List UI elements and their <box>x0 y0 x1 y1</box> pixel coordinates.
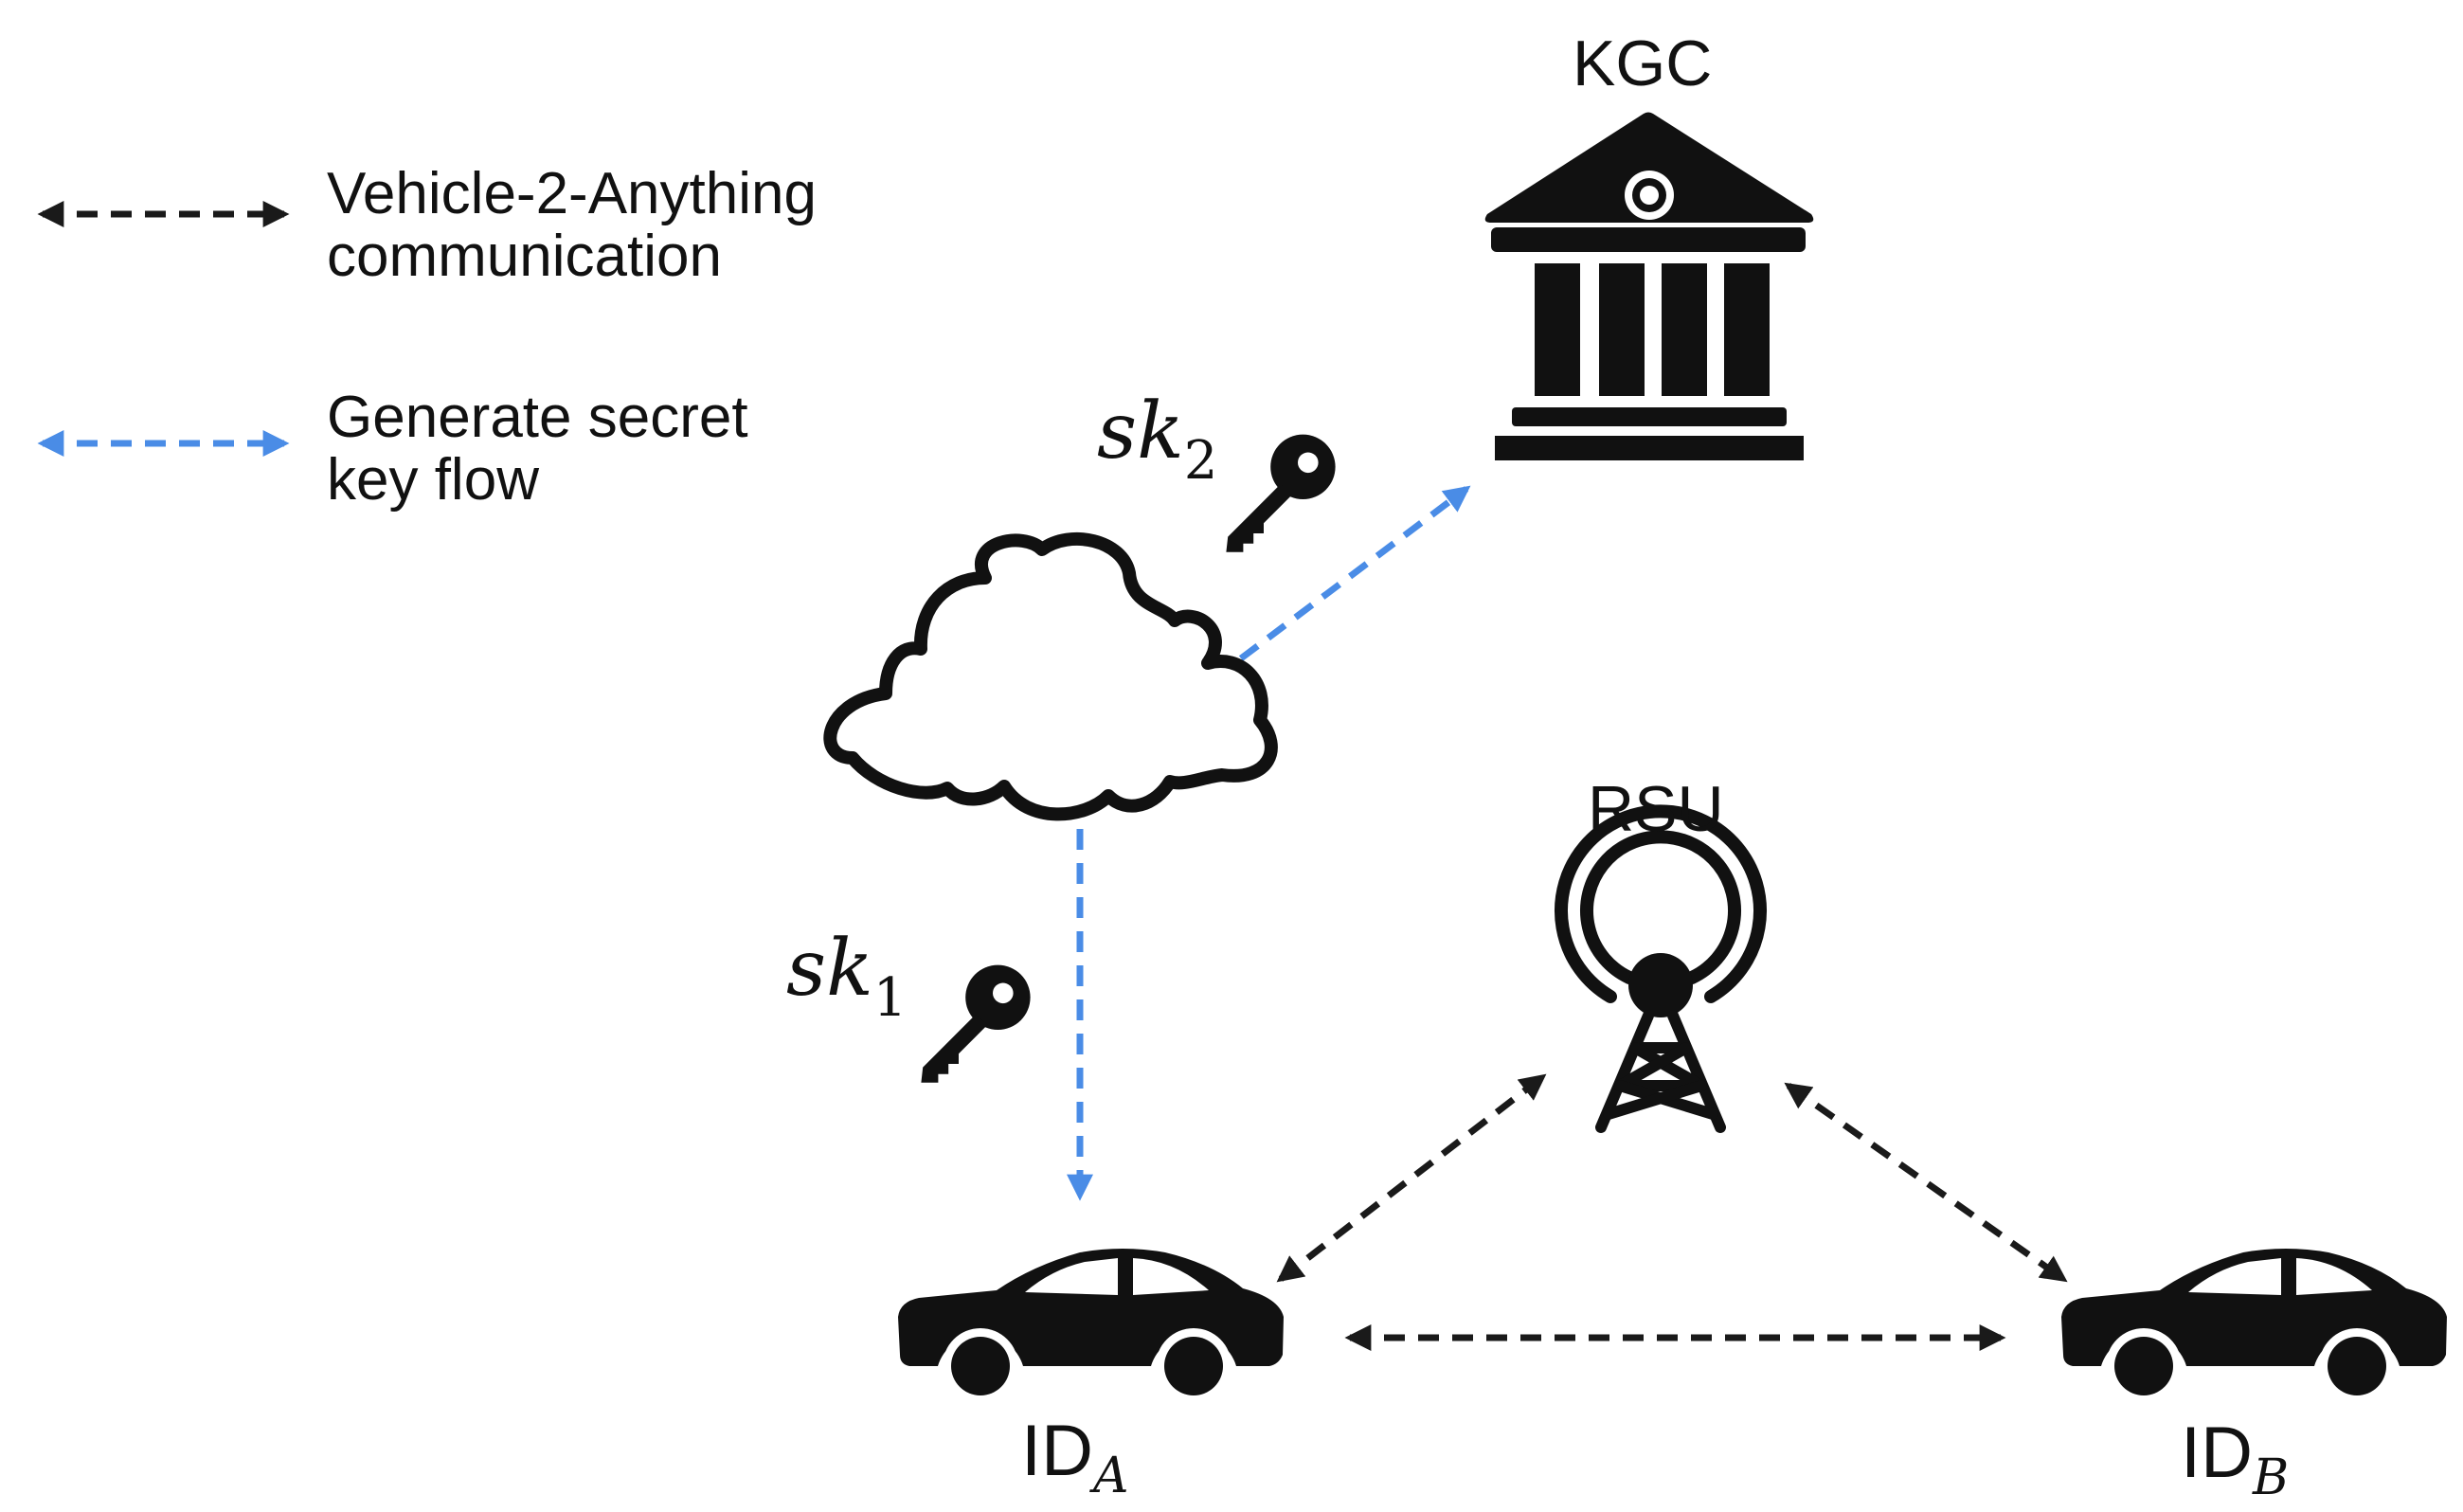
legend-keyflow-line1: Generate secret <box>327 385 748 450</box>
cloud-icon <box>823 531 1278 821</box>
vehicle-a-id: ID <box>1021 1411 1093 1491</box>
v2x-arrows <box>1276 1073 2068 1351</box>
car-icon <box>2061 1249 2447 1404</box>
vehicle-b-id: ID <box>2181 1413 2253 1493</box>
vehicle-a-rsu-arrow <box>1276 1073 1547 1283</box>
vehicle-a-label: IDA <box>1021 1410 1129 1504</box>
key-icon <box>1226 434 1336 552</box>
vehicle-a-subscript: A <box>1093 1448 1129 1504</box>
vehicle-b-label: IDB <box>2181 1412 2289 1506</box>
radio-tower-icon <box>1555 804 1767 1133</box>
sk2-label: sk2 <box>1097 387 1217 492</box>
legend-v2x-label: Vehicle-2-Anything communication <box>327 163 817 288</box>
sk1-subscript: 1 <box>872 967 908 1029</box>
legend-keyflow-label: Generate secret key flow <box>327 387 748 512</box>
legend <box>37 201 290 457</box>
key-flow-arrows <box>1067 485 1471 1201</box>
rsu-label: RSU <box>1588 773 1724 845</box>
legend-v2x-line2: communication <box>327 224 722 289</box>
cloud-to-kgc-arrow <box>1238 485 1471 661</box>
sk2-text: sk <box>1097 387 1184 477</box>
rsu-vehicle-b-arrow <box>1784 1082 2068 1283</box>
key-icon <box>921 964 1031 1083</box>
sk1-label: sk1 <box>786 924 907 1029</box>
car-icon <box>898 1249 1284 1404</box>
bank-building-icon <box>1484 112 1814 460</box>
legend-v2x-line1: Vehicle-2-Anything <box>327 161 817 226</box>
legend-keyflow-line2: key flow <box>327 447 539 513</box>
vehicle-b-subscript: B <box>2253 1449 2290 1506</box>
kgc-label: KGC <box>1573 27 1713 99</box>
sk1-text: sk <box>786 924 873 1014</box>
sk2-subscript: 2 <box>1183 430 1218 492</box>
